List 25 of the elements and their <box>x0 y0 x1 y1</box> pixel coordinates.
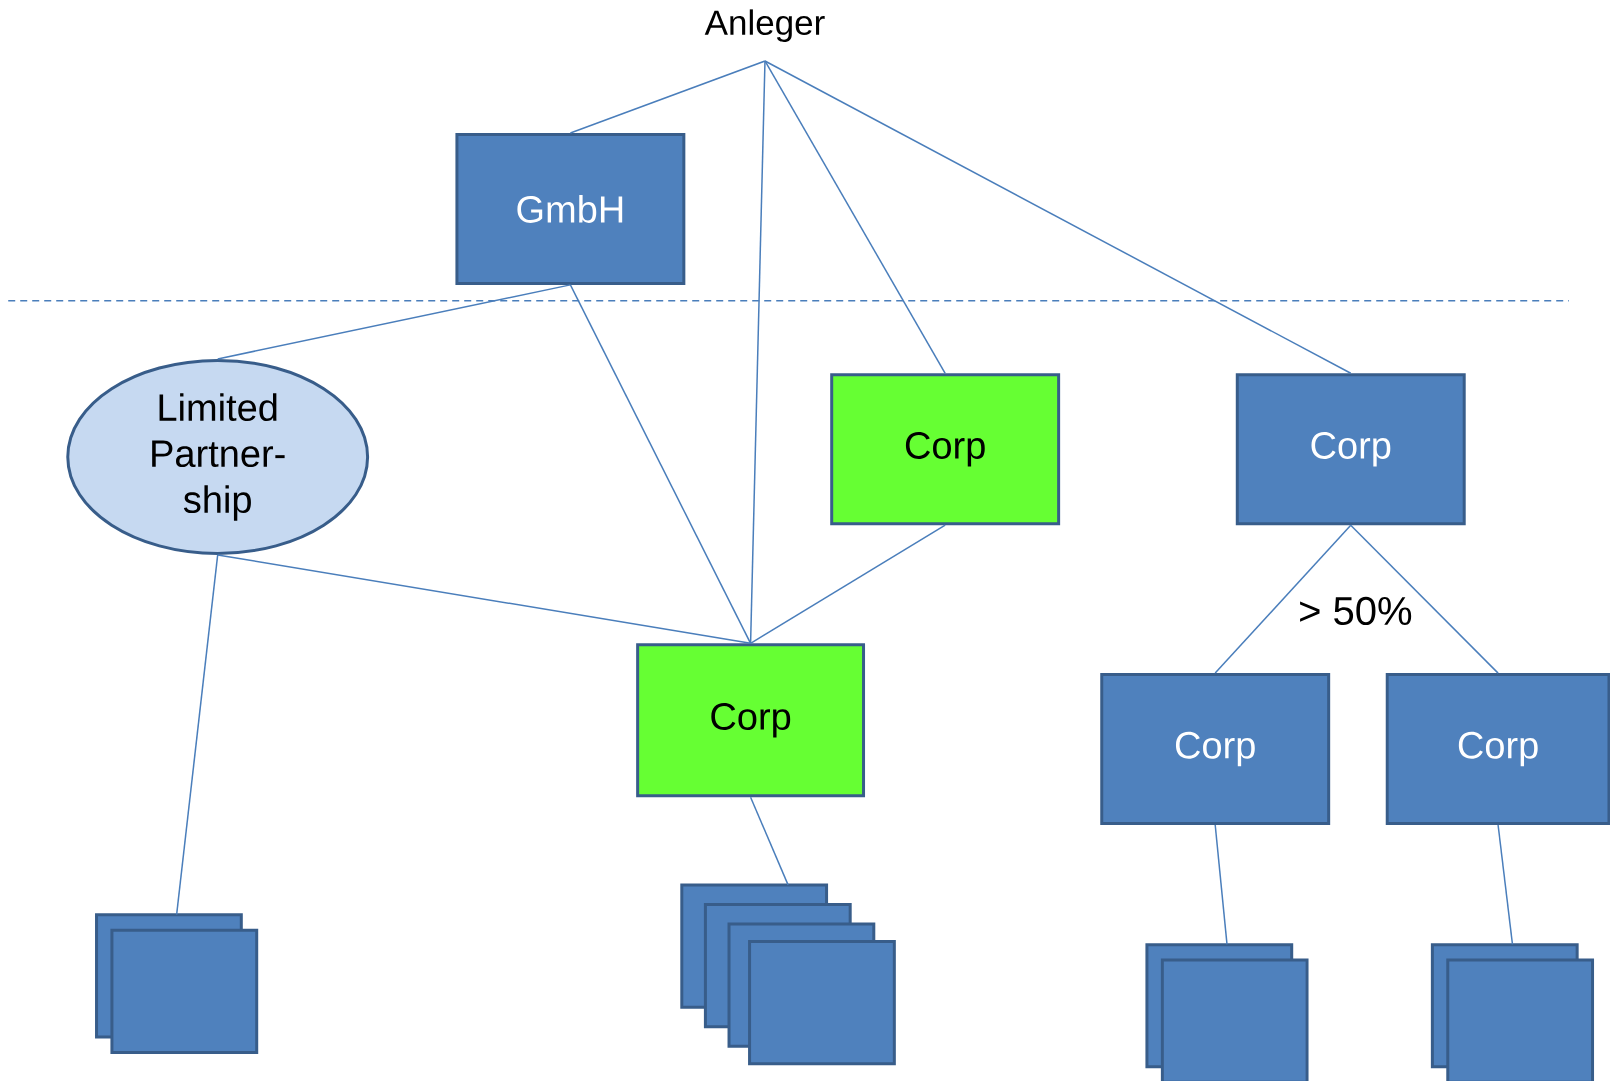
connector-line <box>569 284 752 645</box>
node-label: Anleger <box>704 9 825 42</box>
entity-box: Corp <box>1235 373 1466 526</box>
stacked-boxes <box>680 883 896 1066</box>
connector-line <box>1214 524 1352 674</box>
stacked-boxes <box>1430 943 1595 1081</box>
connector-line <box>1350 524 1499 674</box>
connector-line <box>216 284 572 360</box>
connector-line <box>749 796 789 886</box>
connector-line <box>216 554 752 645</box>
entity-box: Corp <box>1385 673 1610 825</box>
entity-box: GmbH <box>455 133 686 285</box>
connector-line <box>749 524 946 645</box>
connector-line <box>1214 824 1228 946</box>
connector-line <box>764 60 1352 375</box>
connector-line <box>175 554 219 916</box>
stacked-boxes <box>95 913 259 1054</box>
entity-box: Corp <box>636 643 866 798</box>
connector-line <box>569 60 766 134</box>
percentage-label: > 50% <box>1300 596 1412 626</box>
connector-line <box>1497 824 1514 946</box>
entity-box: Corp <box>1100 673 1331 825</box>
connector-line <box>764 60 946 375</box>
stacked-boxes <box>1145 943 1309 1081</box>
entity-box: Corp <box>830 373 1061 526</box>
